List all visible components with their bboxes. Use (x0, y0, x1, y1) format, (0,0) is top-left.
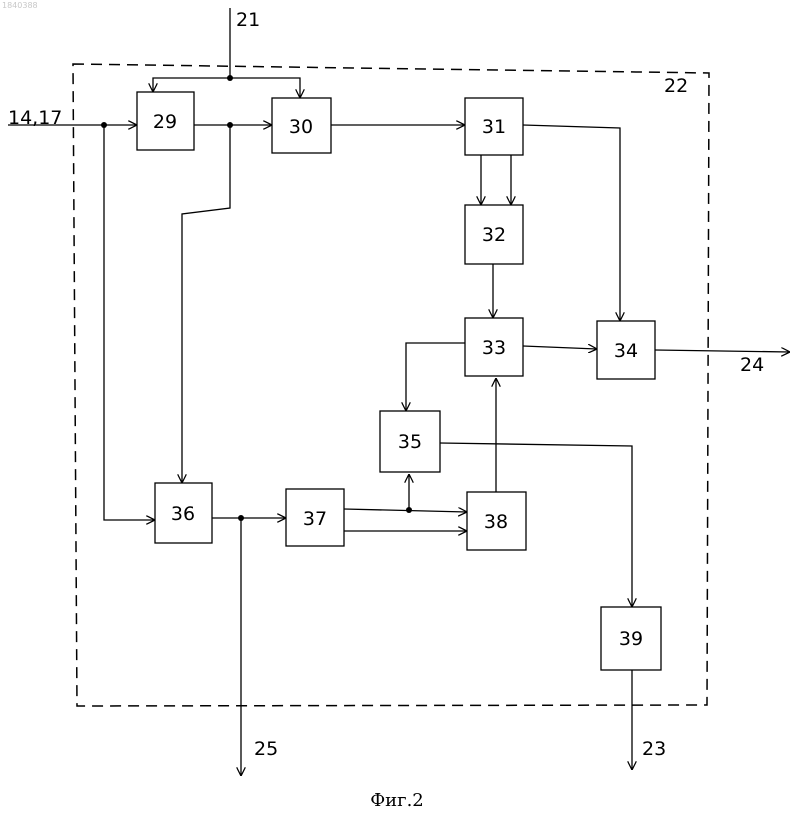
corner-mark: 1840388 (2, 1, 38, 10)
junction-dot (406, 507, 412, 513)
block-36-label: 36 (171, 503, 195, 525)
block-29-label: 29 (153, 111, 177, 133)
junction-dot (238, 515, 244, 521)
terminal-output-bottom-right: 23 (642, 738, 666, 760)
block-36: 36 (155, 483, 212, 543)
block-35: 35 (380, 411, 440, 472)
junction-dot (227, 75, 233, 81)
block-33-label: 33 (482, 337, 506, 359)
junction-dot (227, 122, 233, 128)
terminal-output-bottom-left: 25 (254, 738, 278, 760)
wire-33-to-35 (406, 343, 465, 411)
block-32-label: 32 (482, 224, 506, 246)
block-29: 29 (137, 92, 194, 150)
block-32: 32 (465, 205, 523, 264)
wire-31-to-34 (523, 125, 620, 321)
block-38: 38 (467, 492, 526, 550)
group-22-label: 22 (664, 75, 688, 97)
block-31-label: 31 (482, 116, 506, 138)
wire-29-to-36 (182, 125, 230, 483)
block-33: 33 (465, 318, 523, 376)
wire-37-to-38-a (344, 509, 467, 512)
wire-input-to-36 (104, 125, 155, 520)
terminal-input-top: 21 (236, 9, 260, 31)
block-34: 34 (597, 321, 655, 379)
block-30-label: 30 (289, 116, 313, 138)
block-39-label: 39 (619, 628, 643, 650)
wire-34-to-24 (655, 350, 790, 352)
junction-dot (101, 122, 107, 128)
terminal-input-main: 14,17 (8, 107, 62, 129)
block-39: 39 (601, 607, 661, 670)
wire-21-to-30 (230, 78, 300, 98)
figure-caption: Фиг.2 (370, 790, 424, 811)
block-37-label: 37 (303, 508, 327, 530)
wire-21-to-29 (153, 78, 230, 92)
block-31: 31 (465, 98, 523, 155)
terminal-output-right: 24 (740, 354, 764, 376)
block-30: 30 (272, 98, 331, 153)
block-35-label: 35 (398, 431, 422, 453)
block-37: 37 (286, 489, 344, 546)
block-38-label: 38 (484, 511, 508, 533)
block-34-label: 34 (614, 340, 638, 362)
wire-33-to-34 (523, 346, 597, 349)
